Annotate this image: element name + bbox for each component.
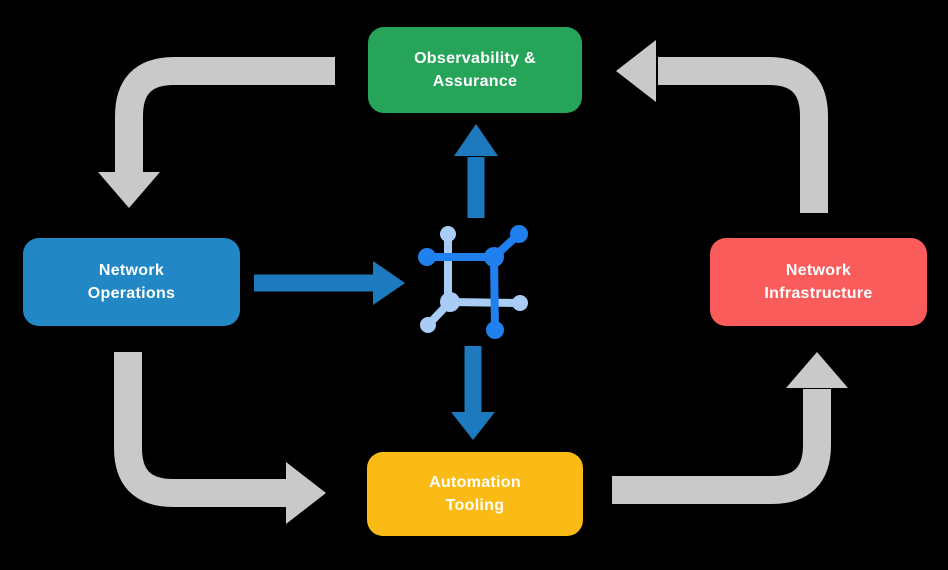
arrow-infrastructure-to-observability-shaft (658, 57, 828, 213)
network-node-icon-dark-part (418, 225, 528, 339)
node-automation-tooling-label: Automation Tooling (429, 474, 521, 514)
arrow-operations-to-center-head (373, 261, 405, 305)
node-observability-assurance-label: Observability & Assurance (414, 50, 536, 90)
node-network-operations: Network Operations (23, 238, 240, 326)
arrow-observability-to-operations-shaft (115, 57, 335, 174)
arrow-operations-to-automation-head (286, 462, 326, 524)
inner-flow-arrows (254, 124, 498, 440)
arrow-automation-to-infrastructure-head (786, 352, 848, 388)
outer-cycle-arrows (98, 40, 848, 524)
arrow-infrastructure-to-observability-head (616, 40, 656, 102)
arrow-center-to-automation-head (451, 412, 495, 440)
node-network-operations-label: Network Operations (87, 262, 176, 302)
node-automation-tooling: Automation Tooling (367, 452, 583, 536)
arrow-automation-to-infrastructure-shaft (612, 389, 831, 504)
arrow-center-to-observability-head (454, 124, 498, 156)
network-node-icon (418, 225, 528, 339)
arrow-operations-to-automation-shaft (114, 352, 288, 507)
node-observability-assurance: Observability & Assurance (368, 27, 582, 113)
arrow-observability-to-operations-head (98, 172, 160, 208)
node-network-infrastructure: Network Infrastructure (710, 238, 927, 326)
network-node-icon-light-part (420, 226, 528, 333)
node-network-infrastructure-label: Network Infrastructure (764, 262, 873, 302)
